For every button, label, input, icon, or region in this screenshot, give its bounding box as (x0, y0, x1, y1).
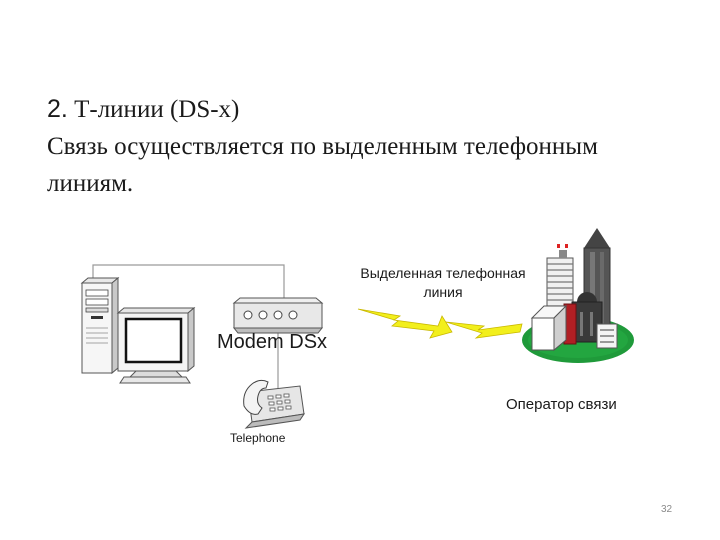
slide-heading: 2. Т-линии (DS-x) Связь осуществляется п… (47, 91, 687, 202)
wire-connections (92, 264, 285, 392)
modem-label: Modem DSx (217, 331, 328, 353)
dedicated-line-label: Выделенная телефонная линия (340, 264, 546, 302)
city-buildings-icon (522, 228, 634, 363)
page-number: 32 (661, 504, 673, 515)
telephone-icon (243, 379, 306, 429)
operator-label: Оператор связи (506, 396, 617, 413)
heading-title-line: 2. Т-линии (DS-x) (47, 91, 687, 128)
monitor-icon (116, 306, 196, 384)
heading-title: Т-линии (DS-x) (74, 96, 240, 123)
heading-number: 2. (47, 95, 68, 123)
heading-text: Связь осуществляется по выделенным телеф… (47, 133, 598, 197)
dedicated-line-label-2: линия (423, 284, 463, 300)
lightning-line-icon (357, 308, 523, 339)
computer-tower-icon (80, 276, 120, 375)
modem-icon (232, 297, 324, 334)
dedicated-line-label-1: Выделенная телефонная (360, 265, 526, 281)
telephone-label: Telephone (230, 431, 286, 445)
